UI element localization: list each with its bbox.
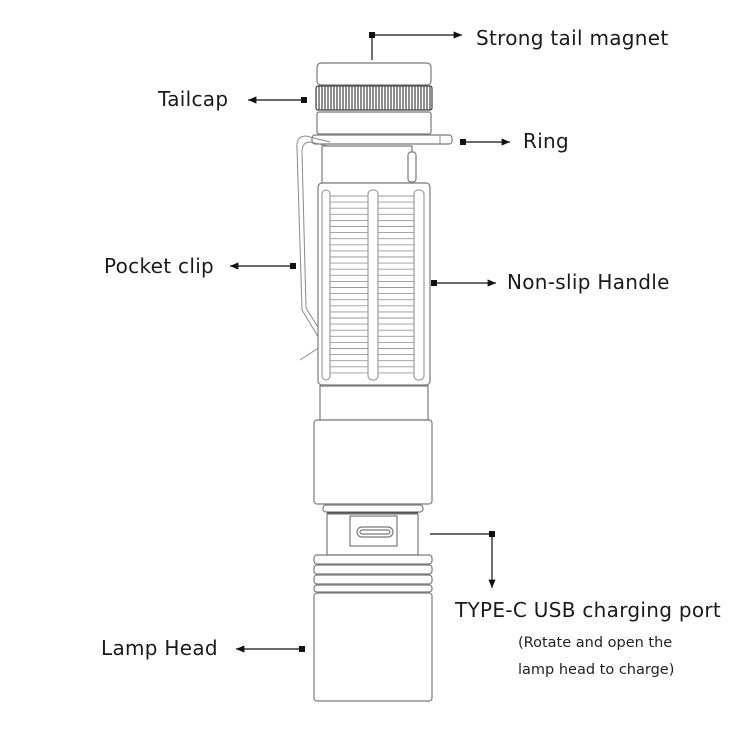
- label-tailcap: Tailcap: [158, 87, 229, 111]
- callout-lines: [230, 31, 510, 653]
- tailcap: [315, 62, 433, 135]
- handle-ridge: [367, 189, 379, 381]
- ring: [311, 134, 453, 145]
- pocket-clip: [296, 135, 331, 361]
- label-lamp-head: Lamp Head: [101, 636, 218, 660]
- label-ring: Ring: [523, 129, 570, 153]
- neck: [321, 145, 417, 184]
- usb-note-line1: (Rotate and open the: [518, 635, 673, 651]
- label-usb-port: TYPE-C USB charging port: [455, 598, 722, 622]
- lamp-head: [313, 554, 433, 702]
- handle-ridge: [413, 189, 425, 381]
- label-non-slip-handle: Non-slip Handle: [507, 270, 670, 294]
- usb-section: [326, 513, 419, 556]
- lower-neck: [319, 385, 429, 421]
- label-strong-tail-magnet: Strong tail magnet: [476, 26, 669, 50]
- non-slip-handle: [317, 182, 431, 386]
- label-pocket-clip: Pocket clip: [104, 254, 215, 278]
- body-tube: [313, 419, 433, 514]
- usb-note-line2: lamp head to charge): [518, 662, 675, 678]
- handle-ridge: [321, 189, 331, 381]
